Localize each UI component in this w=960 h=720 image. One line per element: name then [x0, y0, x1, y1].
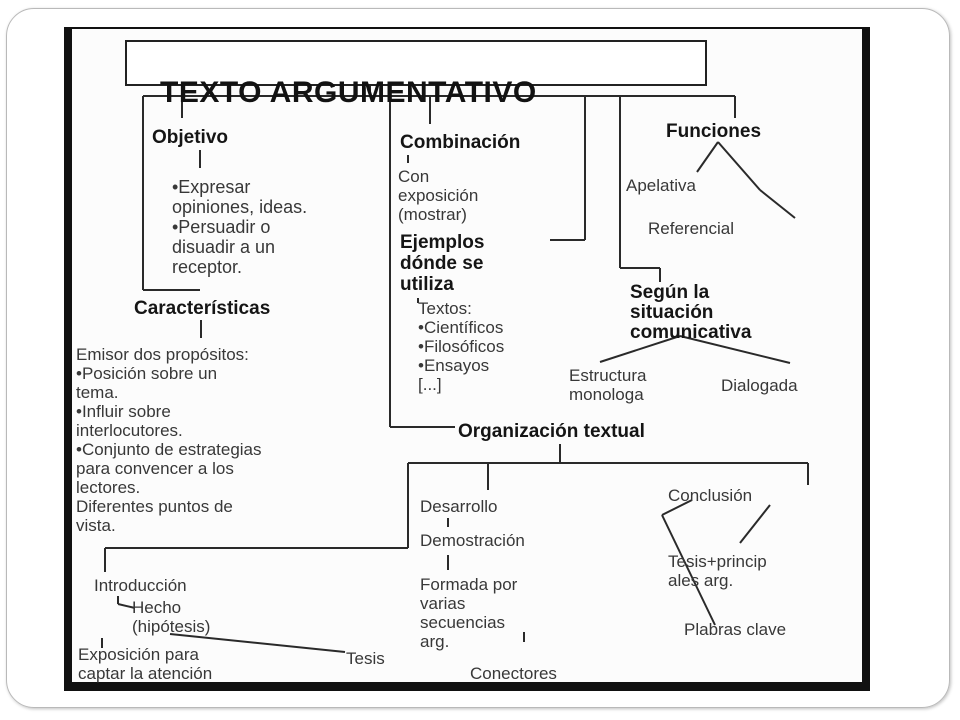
combinacion-heading: Combinación — [400, 132, 521, 153]
situacion-item-dialogada: Dialogada — [721, 376, 798, 395]
tesis-label: Tesis — [346, 649, 385, 668]
organizacion-heading: Organización textual — [458, 421, 645, 442]
conclusion-tesis: Tesis+princip ales arg. — [668, 552, 767, 590]
ejemplos-heading: Ejemplos dónde se utiliza — [400, 232, 485, 295]
introduccion-label: Introducción — [94, 576, 187, 595]
funciones-heading: Funciones — [666, 121, 762, 142]
diagram-panel — [64, 27, 870, 691]
hecho-label: Hecho (hipótesis) — [132, 598, 211, 636]
title-box — [125, 40, 707, 86]
slide-frame — [6, 8, 950, 708]
funciones-item-apelativa: Apelativa — [626, 176, 696, 195]
desarrollo-label: Desarrollo — [420, 497, 498, 516]
exposicion-label: Exposición para captar la atención — [78, 645, 213, 683]
conectores-label: Conectores — [470, 664, 557, 683]
demostracion-label: Demostración — [420, 531, 525, 550]
combinacion-body: Con exposición (mostrar) — [398, 167, 479, 224]
situacion-item-monologa: Estructura monologa — [569, 366, 647, 404]
situacion-heading: Según la situación comunicativa — [630, 282, 752, 343]
caracteristicas-heading: Características — [134, 298, 271, 319]
palabras-clave-label: Plabras clave — [684, 620, 787, 639]
desarrollo-detail: Formada por varias secuencias arg. — [420, 575, 518, 651]
objetivo-body: •Expresar opiniones, ideas. •Persuadir o… — [172, 177, 308, 277]
diagram-title: TEXTO ARGUMENTATIVO — [160, 76, 537, 109]
ejemplos-body: Textos: •Científicos •Filosóficos •Ensay… — [418, 299, 505, 394]
conclusion-label: Conclusión — [668, 486, 753, 505]
caracteristicas-body: Emisor dos propósitos: •Posición sobre u… — [76, 345, 262, 535]
objetivo-heading: Objetivo — [152, 127, 229, 148]
funciones-item-referencial: Referencial — [648, 219, 734, 238]
